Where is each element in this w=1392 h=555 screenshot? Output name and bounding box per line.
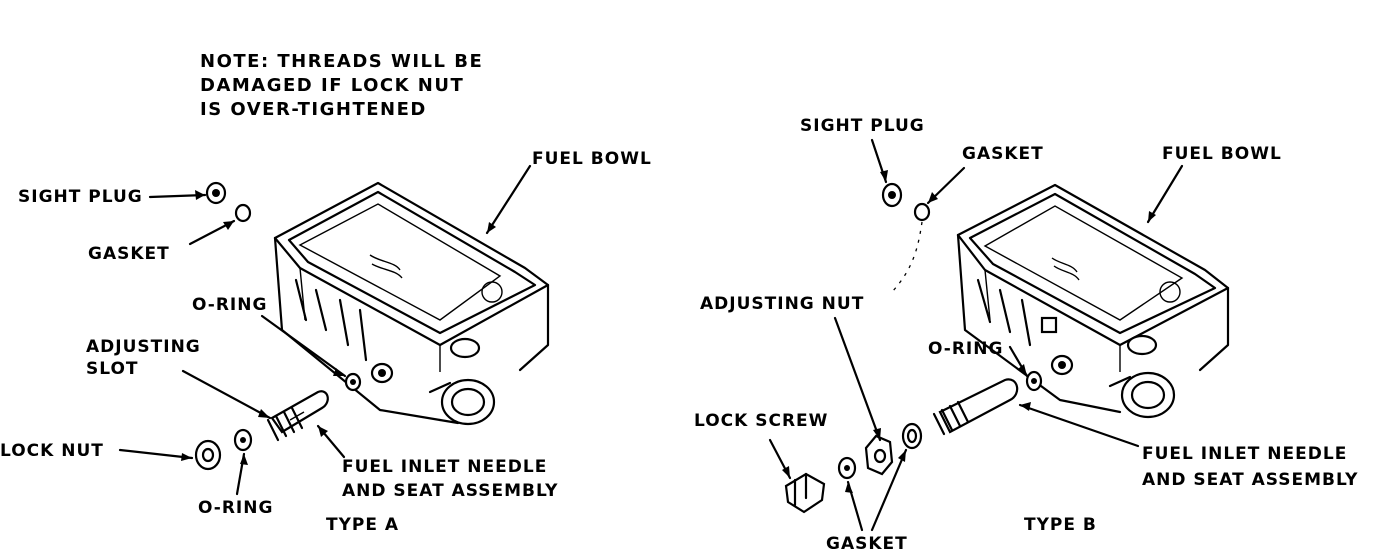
- type-a-o-ring-lower-label: O-RING: [198, 498, 274, 518]
- type-a-parts: [194, 181, 362, 471]
- type-a-fuel-inlet-label-2: AND SEAT ASSEMBLY: [342, 481, 559, 501]
- type-a-leaders: [118, 164, 532, 496]
- type-b-fuel-bowl-label: FUEL BOWL: [1162, 144, 1282, 164]
- type-b-o-ring-label: O-RING: [928, 339, 1004, 359]
- type-a-adjusting-slot-label-1: ADJUSTING: [86, 337, 201, 357]
- note-line-3: IS OVER-TIGHTENED: [200, 99, 427, 120]
- type-b-fuel-inlet-label-2: AND SEAT ASSEMBLY: [1142, 470, 1359, 490]
- note-line-1: NOTE: THREADS WILL BE: [200, 51, 484, 72]
- type-a-fuel-bowl-label: FUEL BOWL: [532, 149, 652, 169]
- type-a-sight-plug-label: SIGHT PLUG: [18, 187, 143, 207]
- type-a-o-ring-upper-label: O-RING: [192, 295, 268, 315]
- type-a-caption: TYPE A: [326, 515, 400, 535]
- type-b-lock-screw-label: LOCK SCREW: [694, 411, 829, 431]
- type-b-parts: [784, 182, 1043, 514]
- type-b-sight-plug-label: SIGHT PLUG: [800, 116, 925, 136]
- type-b-gasket-upper-label: GASKET: [962, 144, 1044, 164]
- type-b-fuel-bowl: [956, 183, 1230, 419]
- type-a-adjusting-slot-label-2: SLOT: [86, 359, 139, 379]
- note-line-2: DAMAGED IF LOCK NUT: [200, 75, 465, 96]
- type-a-fuel-inlet-label-1: FUEL INLET NEEDLE: [342, 457, 548, 477]
- type-a-gasket-label: GASKET: [88, 244, 170, 264]
- type-b-adjusting-nut-label: ADJUSTING NUT: [700, 294, 865, 314]
- type-a-lock-nut-label: LOCK NUT: [0, 441, 104, 461]
- type-b-gasket-lower-label: GASKET: [826, 534, 908, 554]
- type-b-fuel-inlet-label-1: FUEL INLET NEEDLE: [1142, 444, 1348, 464]
- type-a-fuel-bowl: [273, 181, 550, 426]
- type-b-leaders: [768, 138, 1184, 532]
- type-b-caption: TYPE B: [1024, 515, 1097, 535]
